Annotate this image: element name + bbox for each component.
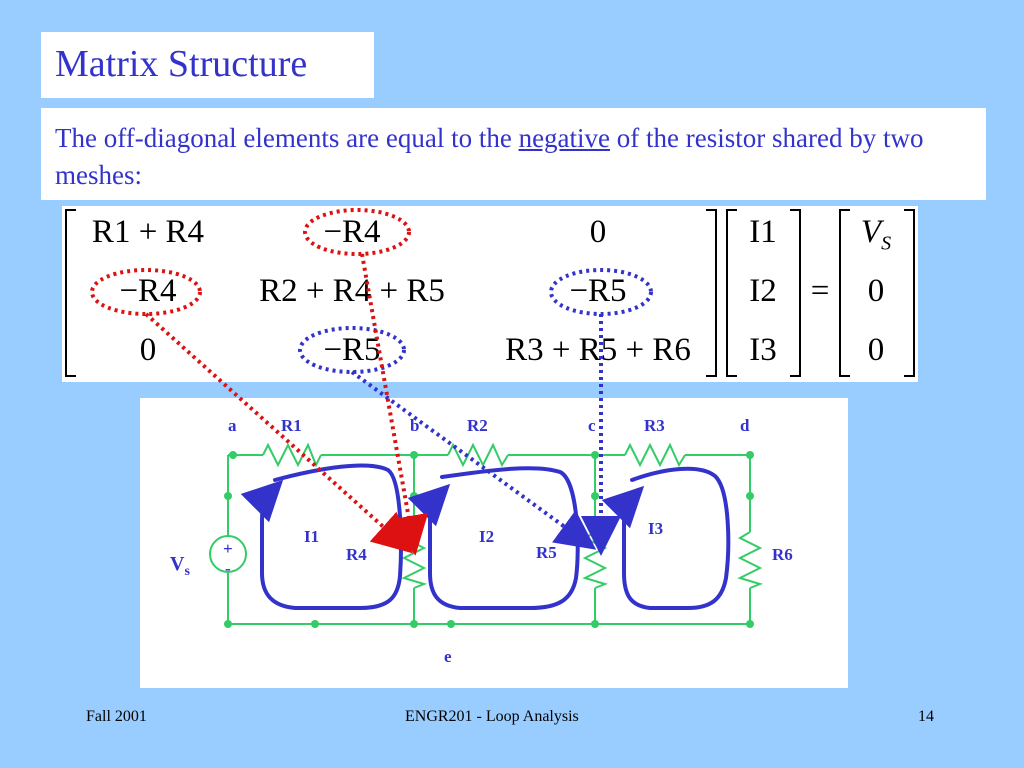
matrix-cell-2-3: −R5 xyxy=(569,273,627,309)
matrix-cell-2-2: R2 + R4 + R5 xyxy=(259,273,445,309)
highlight-r4-top xyxy=(303,208,411,256)
highlight-r5-bottom xyxy=(298,326,406,374)
circuit-box: a b c d e R1 R2 R3 R4 R5 R6 I1 I2 I3 + -… xyxy=(140,398,848,688)
matrix-cell-1-1: R1 + R4 xyxy=(91,214,205,250)
resistor-label-r6: R6 xyxy=(772,545,793,564)
circuit-diagram: a b c d e R1 R2 R3 R4 R5 R6 I1 I2 I3 + -… xyxy=(170,416,793,666)
connector-blue-2 xyxy=(350,370,597,550)
rhs-vs-letter: V xyxy=(860,214,882,250)
footer-page-number: 14 xyxy=(918,708,934,725)
node-label-e: e xyxy=(444,647,452,666)
matrix-cell-3-2: −R5 xyxy=(323,332,381,368)
matrix-cell-2-1: −R4 xyxy=(119,273,177,309)
intro-before: The off-diagonal elements are equal to t… xyxy=(55,123,519,153)
intro-emphasis: negative xyxy=(518,123,611,153)
source-label: Vs xyxy=(170,553,190,579)
source-letter: V xyxy=(170,553,185,575)
mesh-loop-3 xyxy=(601,466,731,610)
current-i3: I3 xyxy=(749,332,777,368)
node-label-a: a xyxy=(228,416,237,435)
matrix-cell-1-2: −R4 xyxy=(323,214,381,250)
highlight-r5-right xyxy=(549,268,653,316)
current-i1: I1 xyxy=(749,214,777,250)
connector-red-2 xyxy=(360,253,429,556)
intro-after: of the resistor shared by two meshes: xyxy=(55,123,924,190)
mesh-label-i3: I3 xyxy=(648,519,663,538)
node-label-b: b xyxy=(410,416,419,435)
matrix-brackets xyxy=(65,209,915,377)
footer-date: Fall 2001 xyxy=(86,708,147,725)
node-label-d: d xyxy=(740,416,750,435)
source-subscript: s xyxy=(184,564,190,579)
mesh-loop-2 xyxy=(407,466,580,610)
equals-sign: = xyxy=(810,273,830,309)
rhs-0-b: 0 xyxy=(867,332,885,368)
node-label-c: c xyxy=(588,416,596,435)
resistor-label-r1: R1 xyxy=(281,416,302,435)
mesh-label-i2: I2 xyxy=(479,527,494,546)
slide-title: Matrix Structure xyxy=(55,43,308,85)
intro-box: The off-diagonal elements are equal to t… xyxy=(41,108,986,200)
resistor-label-r5: R5 xyxy=(536,543,557,562)
title-box: Matrix Structure xyxy=(41,32,374,98)
resistor-r6-symbol xyxy=(737,531,764,589)
rhs-vs-subscript: S xyxy=(881,232,892,255)
intro-text: The off-diagonal elements are equal to t… xyxy=(55,120,975,194)
matrix-box: R1 + R4 −R4 0 −R4 R2 + R4 + R5 −R5 0 −R5… xyxy=(62,206,918,382)
matrix-cell-1-3: 0 xyxy=(589,214,607,250)
voltage-source-symbol xyxy=(209,535,247,573)
connector-red-1 xyxy=(144,312,413,554)
resistor-label-r4: R4 xyxy=(346,545,367,564)
resistor-label-r2: R2 xyxy=(467,416,488,435)
resistor-label-r3: R3 xyxy=(644,416,665,435)
resistor-r3-symbol xyxy=(624,442,686,468)
mesh-label-i1: I1 xyxy=(304,527,319,546)
rhs-vs: VS xyxy=(861,214,891,256)
matrix-cell-3-1: 0 xyxy=(139,332,157,368)
source-minus: - xyxy=(225,559,231,578)
footer-course: ENGR201 - Loop Analysis xyxy=(405,708,579,725)
source-plus: + xyxy=(223,539,233,558)
current-i2: I2 xyxy=(749,273,777,309)
mesh-loop-1 xyxy=(240,463,403,610)
resistor-r1-symbol xyxy=(262,442,322,468)
rhs-0-a: 0 xyxy=(867,273,885,309)
highlight-r4-left xyxy=(90,268,202,316)
matrix-cell-3-3: R3 + R5 + R6 xyxy=(505,332,691,368)
